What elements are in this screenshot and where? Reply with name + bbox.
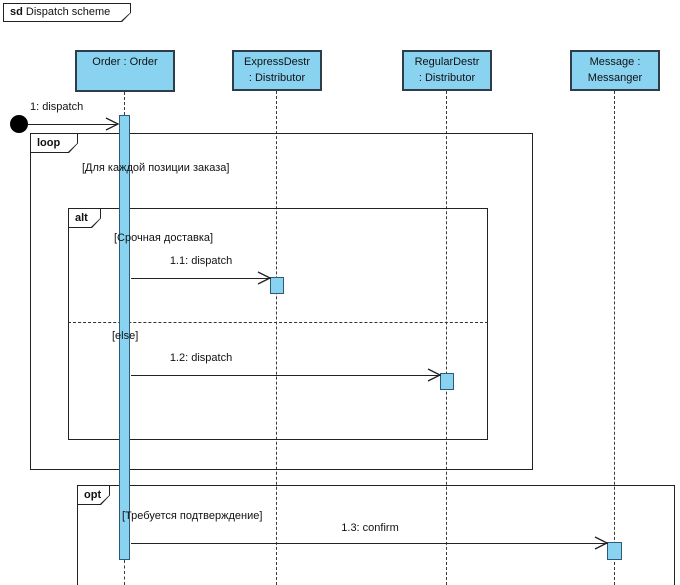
- frame-title-text: Dispatch scheme: [25, 6, 111, 18]
- activation-expressdestr[interactable]: [270, 277, 284, 294]
- lifeline-head-expressdestr-line2: : Distributor: [248, 72, 306, 84]
- open-arrowhead-icon: [594, 536, 608, 550]
- fragment-opt-operator-pentagon[interactable]: opt: [77, 485, 110, 505]
- message-1-1-label: 1.1: dispatch: [169, 255, 233, 267]
- fragment-loop[interactable]: [30, 133, 533, 470]
- frame-title-pentagon[interactable]: sd Dispatch scheme: [3, 3, 131, 22]
- lifeline-order-lower[interactable]: [124, 560, 125, 585]
- fragment-opt-guard: [Требуется подтверждение]: [122, 510, 263, 522]
- fragment-opt[interactable]: [77, 485, 675, 585]
- open-arrowhead-icon: [427, 368, 441, 382]
- lifeline-head-message-line2: Messanger: [587, 72, 643, 84]
- fragment-loop-operator-pentagon[interactable]: loop: [30, 133, 78, 153]
- fragment-alt-operator: alt: [75, 211, 88, 224]
- fragment-loop-operator: loop: [37, 136, 61, 149]
- frame-title: sd Dispatch scheme: [4, 4, 130, 21]
- lifeline-message[interactable]: [614, 91, 615, 585]
- found-message-circle[interactable]: [10, 115, 28, 133]
- lifeline-order-upper[interactable]: [124, 92, 125, 115]
- open-arrowhead-icon: [257, 271, 271, 285]
- message-1-3-label: 1.3: confirm: [341, 522, 399, 534]
- message-1-1-line[interactable]: [131, 278, 271, 279]
- lifeline-head-order-line1: Order : Order: [92, 56, 158, 68]
- lifeline-head-message[interactable]: Message : Messanger: [570, 50, 660, 91]
- lifeline-head-regulardestr[interactable]: RegularDestr : Distributor: [402, 50, 492, 91]
- message-1-3-line[interactable]: [131, 543, 608, 544]
- fragment-alt[interactable]: [68, 208, 488, 440]
- lifeline-head-regulardestr-line1: RegularDestr: [414, 56, 480, 68]
- frame-keyword: sd: [10, 6, 23, 18]
- lifeline-head-expressdestr-line1: ExpressDestr: [243, 56, 311, 68]
- lifeline-expressdestr[interactable]: [276, 91, 277, 585]
- lifeline-head-message-line1: Message :: [589, 56, 641, 68]
- lifeline-regulardestr[interactable]: [446, 91, 447, 585]
- fragment-alt-guard-else: [else]: [112, 330, 139, 342]
- fragment-alt-operator-pentagon[interactable]: alt: [68, 208, 101, 228]
- fragment-alt-separator[interactable]: [68, 322, 488, 323]
- message-1-2-line[interactable]: [131, 375, 441, 376]
- lifeline-head-regulardestr-line2: : Distributor: [418, 72, 476, 84]
- activation-message[interactable]: [607, 542, 622, 560]
- message-1-line[interactable]: [28, 124, 118, 125]
- activation-regulardestr[interactable]: [440, 373, 454, 390]
- lifeline-head-order[interactable]: Order : Order: [75, 50, 175, 92]
- open-arrowhead-icon: [105, 117, 119, 131]
- activation-order[interactable]: [119, 115, 130, 560]
- message-1-label: 1: dispatch: [30, 101, 84, 113]
- lifeline-head-expressdestr[interactable]: ExpressDestr : Distributor: [232, 50, 322, 91]
- fragment-opt-operator: opt: [84, 488, 102, 501]
- message-1-2-label: 1.2: dispatch: [169, 352, 233, 364]
- fragment-loop-guard: [Для каждой позиции заказа]: [82, 162, 230, 174]
- fragment-alt-guard-1: [Срочная доставка]: [114, 232, 214, 244]
